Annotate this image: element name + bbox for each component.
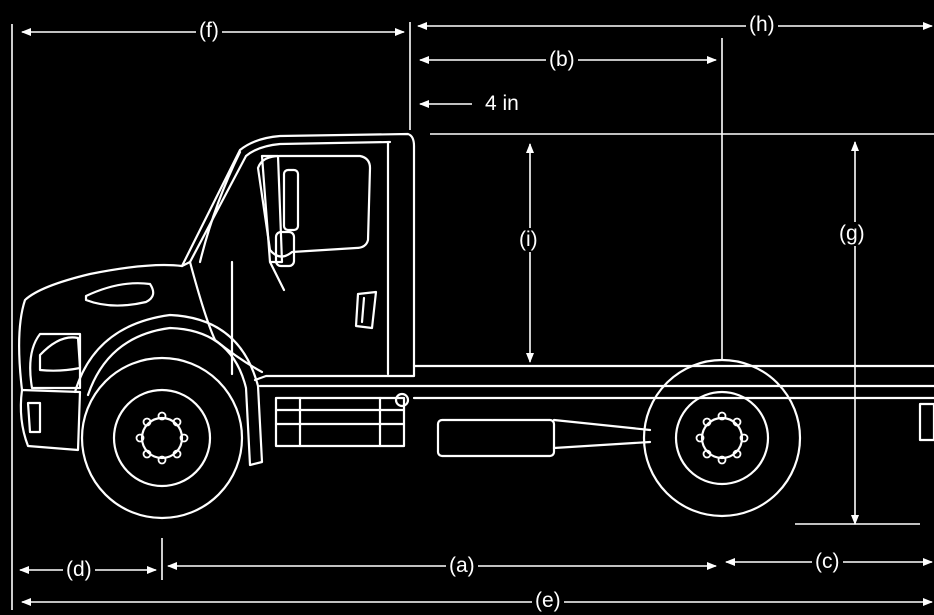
cab-inner-line: [188, 140, 392, 264]
label-c: (c): [812, 550, 843, 574]
headlight: [38, 336, 82, 372]
rear-bracket: [918, 402, 934, 442]
bumper-light: [26, 401, 42, 434]
grille: [29, 332, 82, 390]
a-pillar: [198, 150, 242, 264]
frame-rail: [258, 364, 934, 400]
cab-window: [256, 154, 372, 258]
tank-cap: [394, 392, 410, 408]
rear-lug-nuts: [695, 411, 749, 465]
hood-vent: [84, 282, 155, 307]
label-f: (f): [196, 19, 222, 43]
front-lug-nuts: [135, 411, 189, 465]
label-e: (e): [532, 589, 564, 613]
mirror-lower: [274, 230, 296, 268]
label-i: (i): [516, 228, 541, 252]
label-d: (d): [63, 558, 95, 582]
front-wheel: [80, 356, 244, 520]
door-line: [230, 140, 390, 376]
rear-wheel: [642, 358, 802, 518]
door-handle: [354, 290, 378, 330]
step-lines: [274, 396, 406, 448]
step-box: [274, 396, 406, 448]
side-mirror: [260, 154, 286, 292]
label-a: (a): [446, 554, 478, 578]
cab-body: [180, 132, 416, 382]
extension-lines: [11, 22, 934, 610]
front-fender: [73, 313, 264, 467]
label-h: (h): [746, 13, 778, 37]
label-g: (g): [836, 222, 868, 246]
label-b: (b): [546, 48, 578, 72]
dimension-arrows: [19, 22, 933, 606]
mirror-glass: [282, 168, 300, 232]
truck-outline: [18, 132, 934, 467]
battery-box: [436, 418, 556, 458]
front-bumper: [19, 388, 82, 452]
driveshaft: [552, 418, 652, 450]
label-offset: 4 in: [482, 92, 522, 116]
